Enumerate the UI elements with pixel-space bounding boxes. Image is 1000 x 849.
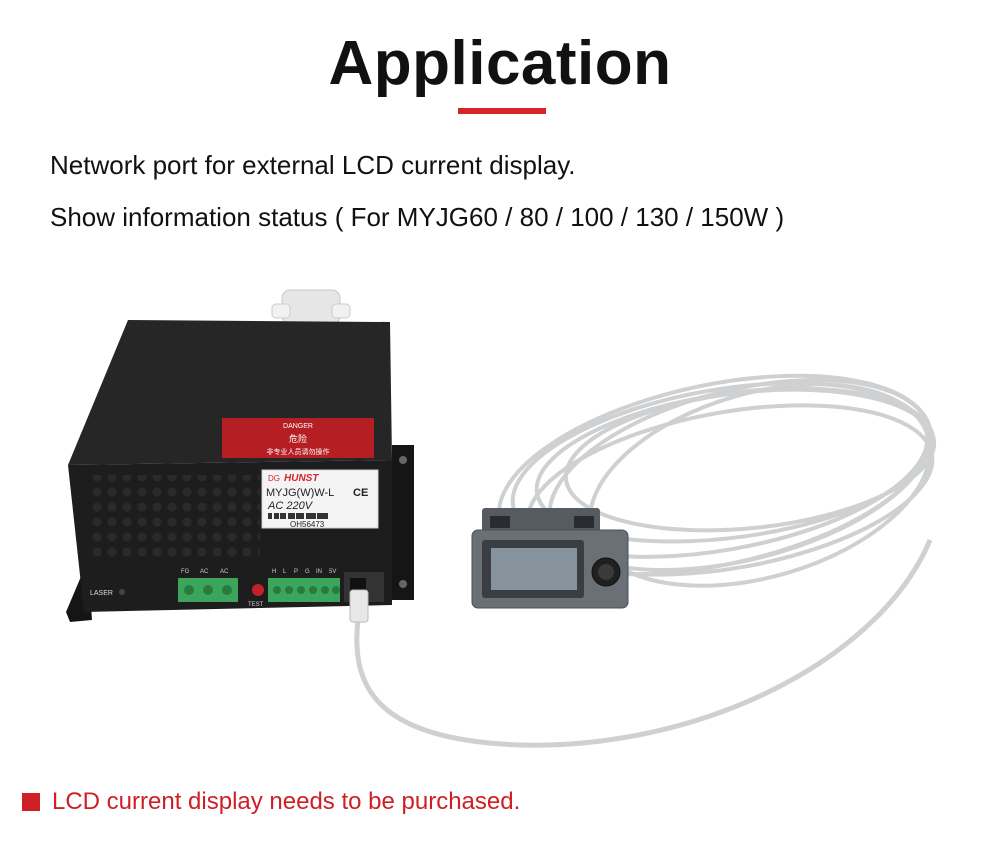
voltage-label: AC 220V — [267, 500, 314, 512]
test-button-icon — [252, 584, 264, 596]
laser-power-supply — [68, 320, 392, 612]
lcd-display-module — [471, 508, 629, 609]
mounting-flange-right — [392, 445, 414, 600]
terminal-mid-1: H — [272, 569, 276, 575]
model-number: MYJG(W)W-L — [266, 487, 334, 499]
terminal-left-2: AC — [200, 569, 209, 575]
lcd-screen — [491, 548, 577, 590]
hv-connector-icon — [271, 289, 351, 325]
page-title: Application — [328, 29, 672, 98]
product-photo: DANGER 危险 非专业人员请勿操作 DG HUNST MYJG(W)W-L … — [66, 289, 937, 748]
terminal-left-1: FG — [181, 569, 190, 575]
danger-sticker: DANGER 危险 非专业人员请勿操作 — [222, 418, 374, 458]
terminal-mid-5: IN — [316, 569, 322, 575]
purchase-note-text: LCD current display needs to be purchase… — [52, 788, 521, 815]
serial-number: OH56473 — [290, 520, 325, 529]
rj45-plug-icon — [349, 589, 369, 623]
danger-label: DANGER — [283, 423, 313, 430]
terminal-left-3: AC — [220, 569, 229, 575]
terminal-mid-2: L — [283, 569, 287, 575]
test-label: TEST — [248, 602, 264, 608]
purchase-note: LCD current display needs to be purchase… — [22, 788, 520, 816]
control-terminal-block: H L P G IN 5V — [268, 569, 340, 602]
model-label: DG HUNST MYJG(W)W-L CE AC 220V OH56473 — [261, 469, 379, 529]
brand-prefix: DG — [268, 474, 280, 483]
barcode-icon — [268, 513, 328, 519]
brand-name: HUNST — [284, 473, 319, 484]
red-square-icon — [22, 793, 40, 811]
description-line-1: Network port for external LCD current di… — [50, 150, 576, 180]
laser-led-icon — [119, 589, 125, 595]
ac-terminal-block: FG AC AC — [178, 569, 238, 602]
terminal-mid-3: P — [294, 569, 298, 575]
description-line-2: Show information status ( For MYJG60 / 8… — [50, 202, 785, 232]
danger-cn-label: 危险 — [289, 433, 307, 444]
terminal-mid-6: 5V — [329, 569, 336, 575]
title-underline — [458, 108, 546, 114]
network-cable — [354, 539, 933, 748]
terminal-mid-4: G — [305, 569, 310, 575]
ce-mark: CE — [353, 487, 368, 499]
laser-label: LASER — [90, 590, 113, 597]
warning-cn-label: 非专业人员请勿操作 — [267, 447, 330, 456]
